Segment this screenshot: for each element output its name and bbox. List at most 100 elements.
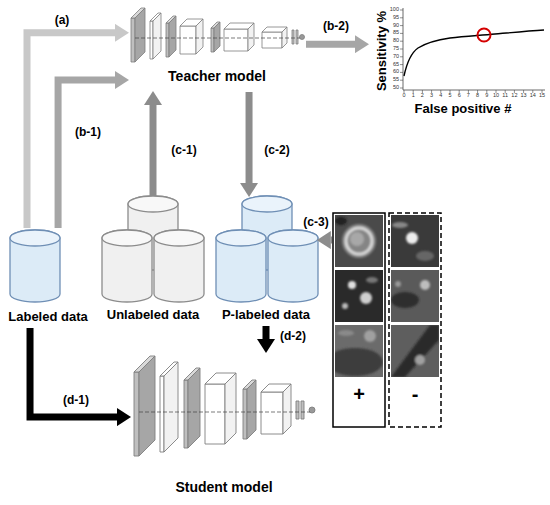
tick-label: 1 (406, 93, 420, 99)
sample-patches (350, 232, 364, 246)
labeled-cylinder (10, 230, 60, 302)
sample-patches (335, 270, 383, 322)
tick-label: 8 (471, 93, 485, 99)
sample-patches (366, 277, 378, 283)
teacher-network (131, 8, 305, 62)
sensitivity-chart (400, 8, 545, 93)
node-label: Student model (130, 480, 318, 494)
sample-patches (392, 222, 408, 228)
plabeled-cylinders (216, 196, 318, 302)
teacher-network (214, 22, 220, 52)
step-label: (a) (55, 14, 70, 26)
teacher-network (166, 23, 169, 57)
tick-label: 55 (378, 77, 399, 83)
sample-patches (327, 215, 439, 377)
teacher-network (224, 29, 248, 51)
student-network (188, 368, 200, 448)
teacher-network (180, 26, 196, 54)
sample-patches (335, 217, 347, 225)
teacher-network (300, 35, 305, 40)
tick-label: 85 (378, 30, 399, 36)
patch-frames (333, 213, 385, 427)
flow-arrow (331, 237, 332, 244)
student-network (247, 380, 256, 439)
sample-patches (406, 232, 418, 244)
data-store: Unlabeled data (98, 196, 208, 326)
unlabeled-cylinders (102, 196, 204, 302)
data-store: Labeled data (6, 228, 90, 328)
sample-patches (335, 215, 383, 267)
tick-label: 90 (378, 23, 399, 29)
step-label: (b-1) (75, 126, 101, 138)
flow-arrow (27, 33, 115, 228)
unlabeled-cylinders (154, 230, 204, 302)
node-label: Unlabeled data (98, 308, 208, 321)
sample-patches (391, 292, 419, 308)
plabeled-cylinders (242, 196, 292, 212)
tick-label: 12 (507, 93, 521, 99)
labeled-cylinder (10, 230, 60, 246)
tick-label: 4 (434, 93, 448, 99)
sample-patches (327, 217, 439, 377)
plabeled-cylinders (216, 230, 266, 246)
teacher-network (282, 27, 287, 48)
student-network (296, 401, 299, 419)
student-network (243, 389, 247, 439)
student-network (301, 401, 304, 419)
sample-patches (338, 330, 354, 336)
sample-patches (420, 280, 430, 290)
patch-panel: +- (332, 212, 442, 428)
labeled-cylinder (10, 230, 60, 302)
tick-label: 60 (378, 69, 399, 75)
unlabeled-cylinders (154, 230, 204, 246)
tick-label: 3 (425, 93, 439, 99)
step-label: (c-1) (171, 144, 196, 156)
sample-patches (360, 292, 372, 304)
sensitivity-chart (404, 30, 544, 76)
student-network (184, 380, 188, 448)
tick-label: 100 (378, 7, 399, 13)
sample-patches (364, 330, 376, 342)
plabeled-cylinders (216, 230, 266, 302)
tick-label: 75 (378, 46, 399, 52)
flow-arrow (306, 41, 355, 48)
flow-arrow (150, 105, 157, 196)
patch-frames (333, 213, 441, 427)
tick-label: 9 (480, 93, 494, 99)
teacher-network (169, 16, 176, 57)
flow-arrow (30, 328, 117, 417)
tick-label: 95 (378, 15, 399, 21)
teacher-network (248, 23, 254, 51)
node-label: P-labeled data (212, 308, 320, 321)
teacher-network (135, 8, 145, 62)
tick-label: 14 (526, 93, 540, 99)
tick-label: 6 (452, 93, 466, 99)
data-store: P-labeled data (212, 196, 320, 326)
tick-label: 15 (535, 93, 549, 99)
student-network (205, 384, 225, 444)
flow-arrow (58, 80, 115, 228)
sample-patches (395, 281, 401, 287)
teacher-network (292, 30, 294, 44)
unlabeled-cylinders (102, 230, 152, 302)
plabeled-cylinders (268, 230, 318, 246)
tick-label: 5 (443, 93, 457, 99)
tick-label: 2 (415, 93, 429, 99)
step-label: (c-3) (303, 216, 328, 228)
step-label: (b-2) (323, 20, 349, 32)
axis-title: False positive # (393, 102, 533, 115)
teacher-network (153, 13, 161, 59)
tick-label: 0 (397, 93, 411, 99)
sample-patches (391, 325, 439, 377)
node-label: Teacher model (128, 69, 306, 83)
tick-label: 70 (378, 54, 399, 60)
student-network (134, 372, 139, 456)
teacher-network (131, 18, 135, 62)
teacher-network (196, 19, 203, 54)
teacher-network (135, 38, 300, 39)
step-label: (d-1) (63, 394, 89, 406)
sensitivity-chart (400, 10, 403, 88)
